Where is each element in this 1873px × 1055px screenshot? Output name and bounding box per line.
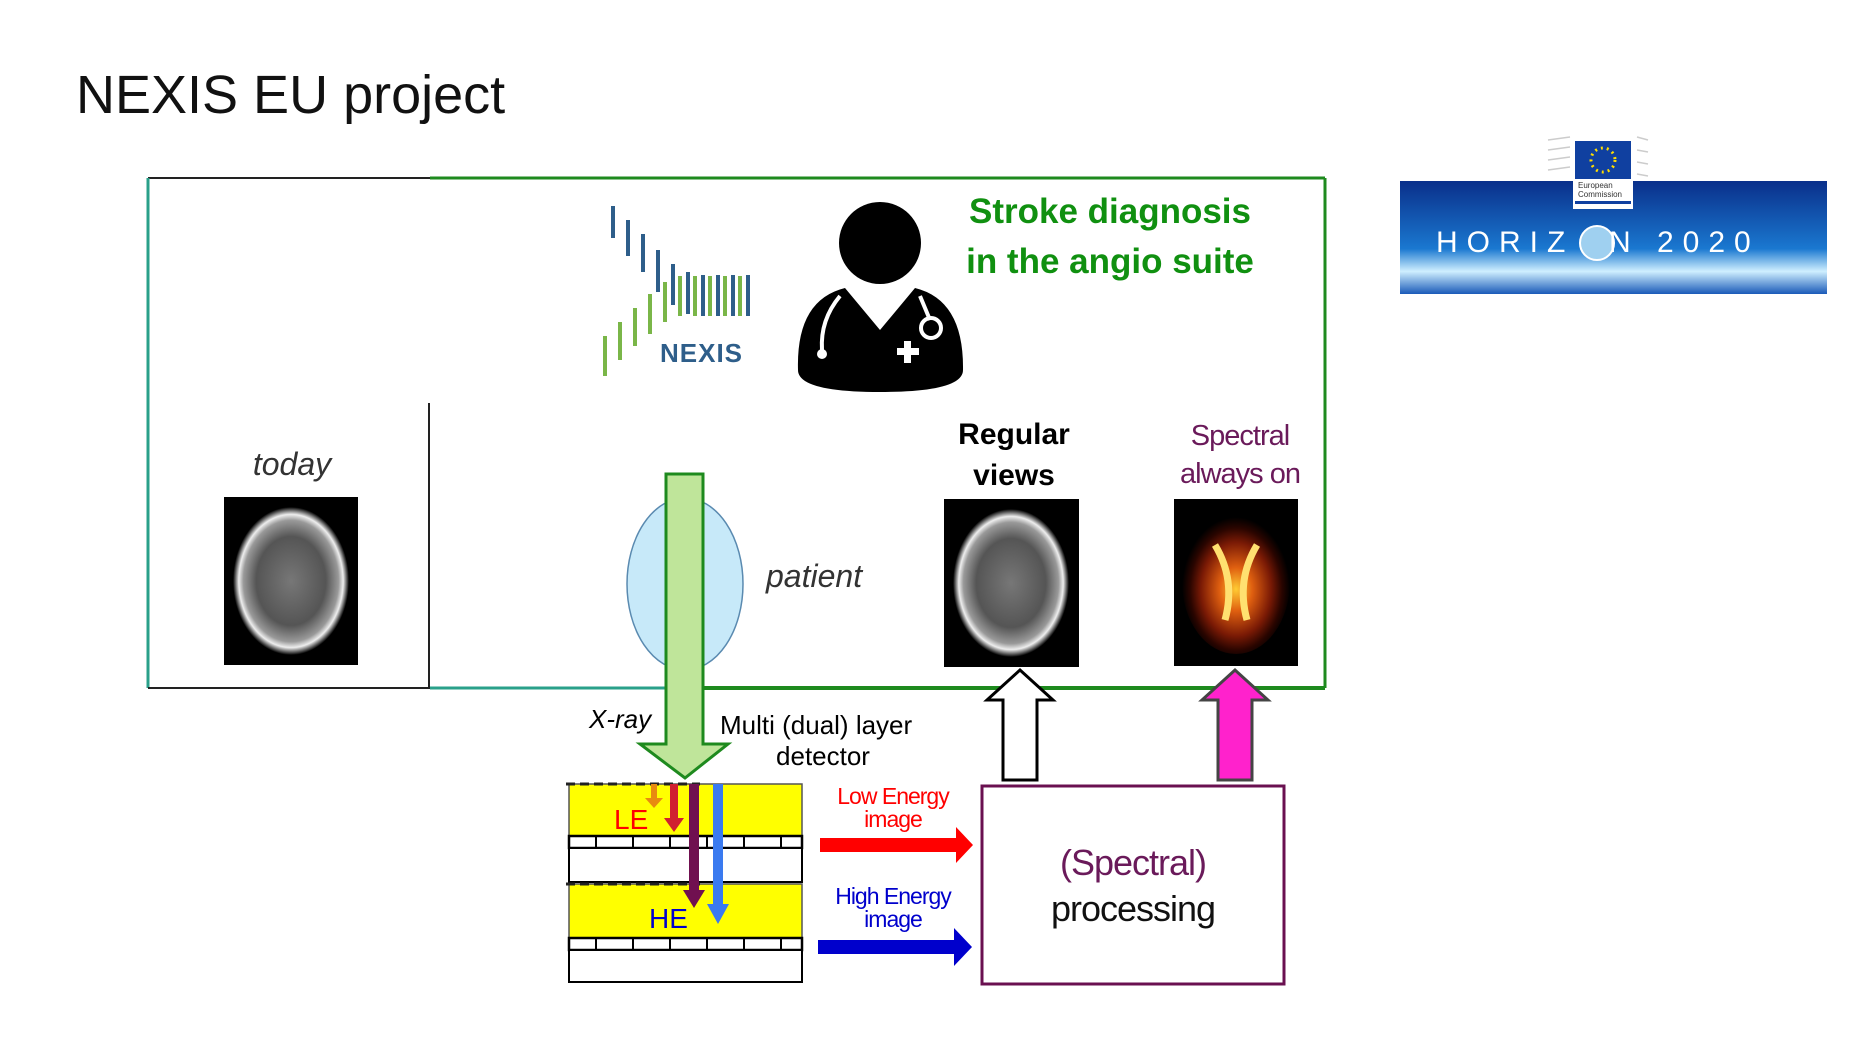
he-label: HE <box>649 903 688 934</box>
spectral-up-arrow-icon <box>1198 667 1272 782</box>
xray-label: X-ray <box>589 704 652 734</box>
regular-up-arrow-icon <box>983 667 1057 782</box>
nexis-logo-icon <box>603 206 750 376</box>
high-energy-arrow-icon <box>818 928 972 966</box>
ec-label-line2: Commission <box>1578 190 1623 199</box>
low-energy-label-line1: Low Energy <box>837 783 949 809</box>
processing-label-line2: processing <box>1050 888 1216 929</box>
high-energy-label-line2: image <box>864 906 923 932</box>
detector-label-line2: detector <box>776 741 870 771</box>
processing-label-line1: (Spectral) <box>1059 842 1207 883</box>
ec-label: European Commission <box>1578 181 1622 199</box>
dual-layer-detector <box>566 782 804 983</box>
low-energy-arrow-icon <box>820 827 973 863</box>
patient-label: patient <box>766 558 863 594</box>
le-label: LE <box>614 804 649 835</box>
nexis-logo-text: NEXIS <box>660 338 744 368</box>
doctor-icon <box>797 202 964 392</box>
headline-line2: in the angio suite <box>966 242 1254 281</box>
detector-label-line1: Multi (dual) layer <box>720 710 913 740</box>
regular-label-line2: views <box>973 459 1055 492</box>
horizon-2020-text: HORIZ N 2020 <box>1436 226 1760 259</box>
spectral-label-line2: always on <box>1180 458 1301 490</box>
ct-image-regular <box>944 499 1079 667</box>
processing-box <box>980 784 1286 986</box>
spectral-label-line1: Spectral <box>1190 420 1290 452</box>
horizon-2020-logo <box>1400 136 1827 294</box>
today-label: today <box>252 446 332 482</box>
ct-image-spectral <box>1174 499 1298 666</box>
headline-line1: Stroke diagnosis <box>968 192 1252 231</box>
regular-label-line1: Regular <box>958 418 1070 451</box>
low-energy-label-line2: image <box>864 806 923 832</box>
high-energy-label-line1: High Energy <box>835 883 952 909</box>
ec-label-line1: European <box>1578 181 1613 190</box>
slide-title: NEXIS EU project <box>76 65 506 125</box>
xray-arrow-icon <box>635 472 733 780</box>
ct-image-today <box>224 497 358 665</box>
